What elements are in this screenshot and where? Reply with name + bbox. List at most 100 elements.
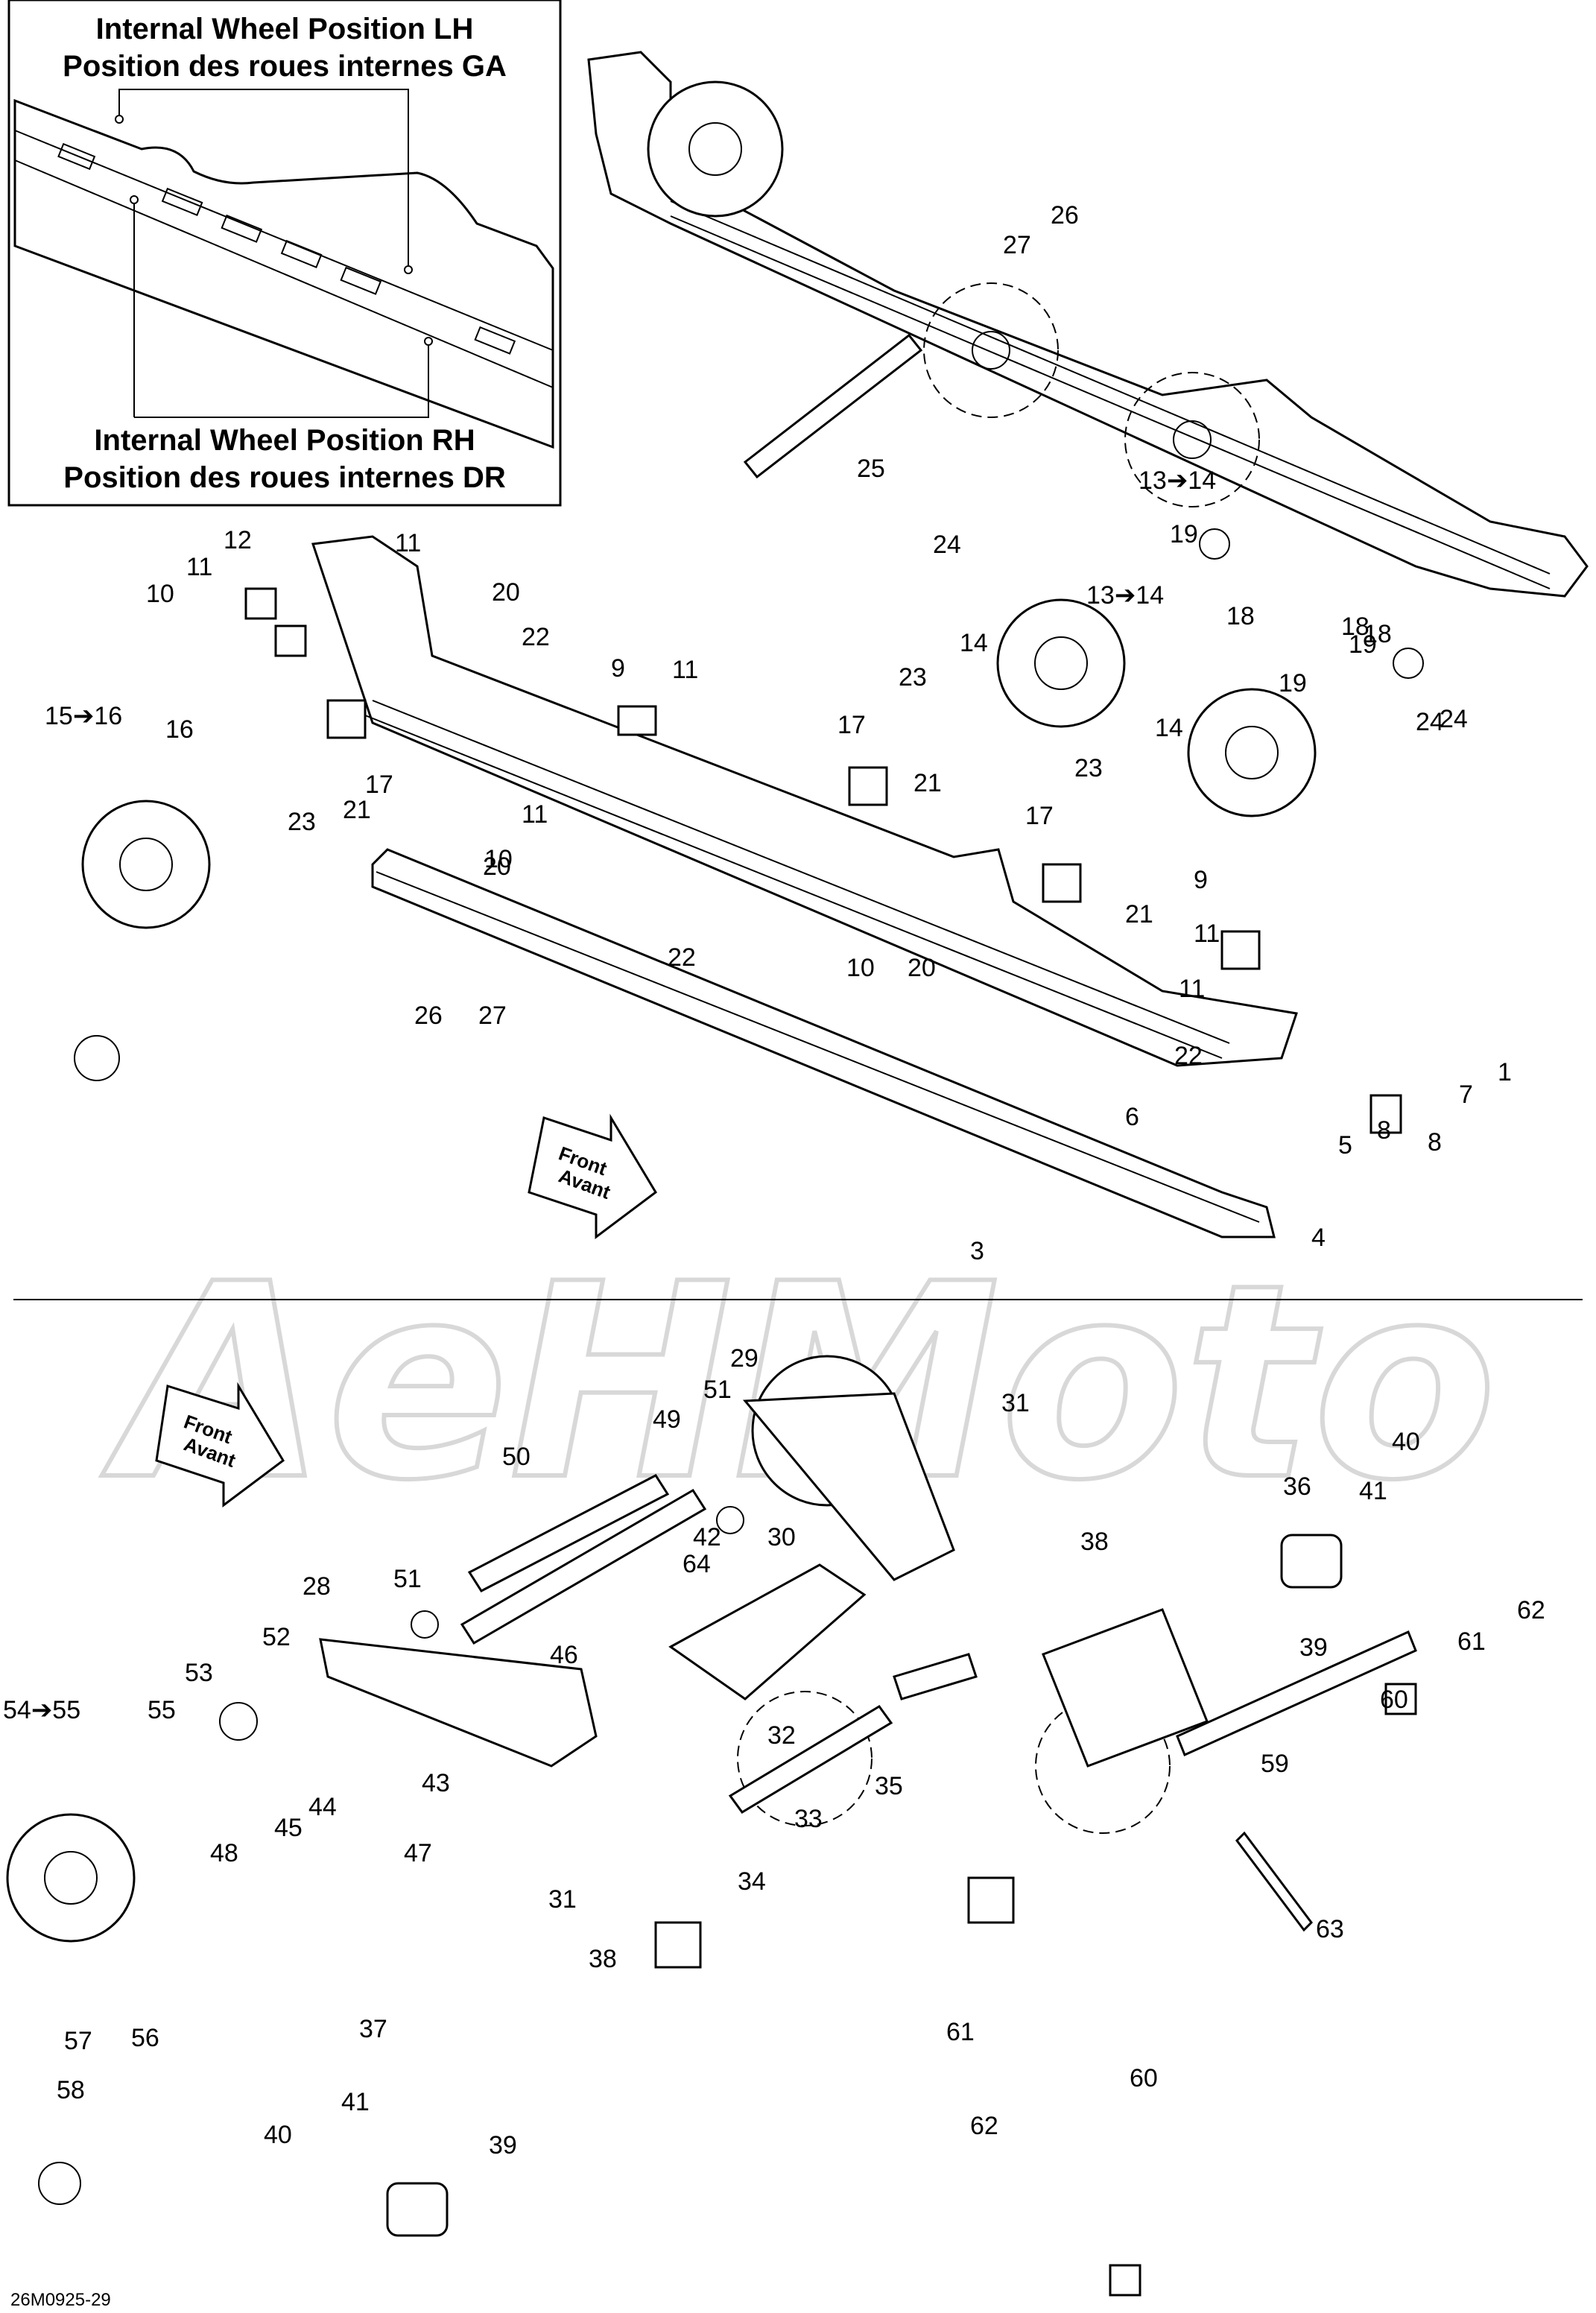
callout-bottom-45: 62 — [970, 2112, 998, 2140]
inset-rail-slots — [57, 142, 516, 355]
callout-top-20: 26 — [414, 1002, 443, 1030]
callout-top-53: 4 — [1311, 1224, 1326, 1252]
inset-panel: Internal Wheel Position LH Position des … — [7, 0, 562, 507]
callout-bottom-44: 60 — [1130, 2064, 1158, 2092]
callout-top-10: 11 — [672, 656, 698, 684]
callout-top-17: 10 — [484, 845, 513, 873]
callout-bottom-3: 49 — [653, 1405, 681, 1434]
callout-top-51: 5 — [1338, 1131, 1352, 1159]
drawing-code: 26M0925-29 — [10, 2290, 111, 2310]
callout-top-23: 18 — [1226, 602, 1255, 630]
callout-top-45: 20 — [908, 954, 936, 982]
callout-bottom-33: 59 — [1261, 1750, 1289, 1778]
callout-top-46: 22 — [1174, 1042, 1203, 1070]
callout-top-36: 24 — [1440, 705, 1468, 733]
swing-arm-28 — [319, 1563, 867, 1768]
callout-top-7: 20 — [492, 578, 520, 607]
callout-bottom-30: 62 — [1517, 1596, 1545, 1624]
callout-top-5: 11 — [186, 553, 212, 581]
callout-top-40: 21 — [1125, 900, 1153, 928]
callout-bottom-16: 52 — [262, 1623, 291, 1651]
callout-top-35: 18 — [1341, 613, 1369, 641]
callout-bottom-29: 34 — [738, 1867, 766, 1896]
wheel-54 — [6, 1813, 136, 1943]
callout-top-39: 17 — [1025, 802, 1054, 830]
callout-bottom-14: 28 — [303, 1572, 331, 1601]
callout-bottom-15: 46 — [550, 1641, 578, 1669]
callout-bottom-9: 41 — [1359, 1477, 1387, 1505]
callout-top-16: 11 — [522, 800, 548, 829]
wheel-dashed-1 — [923, 282, 1059, 418]
callout-top-52: 6 — [1125, 1103, 1139, 1131]
callout-bottom-38: 40 — [264, 2121, 292, 2149]
callout-top-0: 26 — [1051, 201, 1079, 230]
idler-wheels-top — [74, 528, 1424, 1081]
callout-top-4: 12 — [224, 526, 252, 554]
hardware-top — [244, 587, 1402, 1134]
callout-bottom-40: 57 — [64, 2027, 92, 2055]
callout-top-18: 20 — [483, 852, 511, 881]
idler-wheel-top — [647, 80, 784, 218]
callout-bottom-13: 51 — [393, 1565, 422, 1593]
callout-top-31: 17 — [837, 711, 866, 739]
callout-top-33: 13➔14 — [1139, 466, 1216, 495]
callout-bottom-39: 39 — [489, 2131, 517, 2159]
callout-top-44: 10 — [846, 954, 875, 982]
callout-top-41: 9 — [1194, 866, 1208, 894]
callout-top-27: 18 — [1364, 620, 1392, 648]
inset-title-lh-en: Internal Wheel Position LH — [96, 13, 474, 45]
callout-bottom-19: 55 — [148, 1696, 176, 1724]
callout-bottom-10: 36 — [1283, 1472, 1311, 1501]
suspension-rail-1 — [311, 535, 1298, 1067]
callout-bottom-24: 47 — [404, 1839, 432, 1867]
callout-bottom-26: 32 — [767, 1721, 796, 1750]
callout-top-3: 11 — [395, 529, 421, 557]
callout-bottom-11: 38 — [1080, 1528, 1109, 1556]
callout-top-29: 14 — [960, 629, 988, 657]
callout-top-30: 23 — [899, 663, 927, 692]
callout-top-47: 1 — [1498, 1058, 1512, 1086]
callout-top-2: 25 — [857, 455, 885, 483]
shafts-bottom — [460, 1474, 1417, 1814]
callout-bottom-42: 58 — [57, 2076, 85, 2104]
callout-bottom-22: 45 — [274, 1814, 303, 1842]
cross-shaft-25 — [743, 333, 923, 479]
callout-bottom-43: 61 — [946, 2018, 975, 2046]
callout-top-54: 3 — [970, 1237, 984, 1265]
callout-top-19: 22 — [668, 943, 696, 972]
front-stamp-bottom: Front Avant — [155, 1382, 285, 1507]
callout-bottom-7: 30 — [767, 1523, 796, 1551]
callout-bottom-34: 63 — [1316, 1915, 1344, 1943]
callout-top-22: 19 — [1170, 520, 1198, 548]
callout-top-32: 21 — [913, 769, 942, 797]
hardware-bottom — [38, 1506, 1417, 2297]
callout-bottom-0: 29 — [730, 1344, 759, 1373]
callout-top-8: 22 — [522, 623, 550, 651]
callout-top-34: 19 — [1279, 669, 1307, 697]
callout-top-24: 24 — [933, 531, 961, 559]
callout-bottom-41: 56 — [131, 2024, 159, 2052]
callout-bottom-35: 38 — [589, 1945, 617, 1973]
callout-top-9: 9 — [611, 654, 625, 683]
callout-top-21: 27 — [478, 1002, 507, 1030]
callout-top-26: 19 — [1349, 630, 1377, 659]
callout-bottom-37: 41 — [341, 2088, 370, 2116]
callout-bottom-23: 48 — [210, 1839, 238, 1867]
callout-top-12: 16 — [165, 715, 194, 744]
rear-axle-assembly — [737, 1355, 1209, 1834]
wheel-dashed-2 — [1124, 372, 1260, 507]
callout-top-14: 21 — [343, 796, 371, 824]
callout-bottom-36: 37 — [359, 2015, 387, 2043]
callout-bottom-6: 64 — [683, 1550, 711, 1578]
inset-title-rh-en: Internal Wheel Position RH — [94, 424, 475, 457]
callout-bottom-28: 35 — [875, 1772, 903, 1800]
callout-bottom-25: 31 — [548, 1885, 577, 1914]
callout-top-38: 23 — [1074, 754, 1103, 782]
callout-bottom-21: 44 — [308, 1793, 337, 1821]
callout-top-37: 14 — [1155, 714, 1183, 742]
inset-title-lh-fr: Position des roues internes GA — [63, 50, 507, 83]
callout-bottom-18: 54➔55 — [3, 1696, 80, 1724]
